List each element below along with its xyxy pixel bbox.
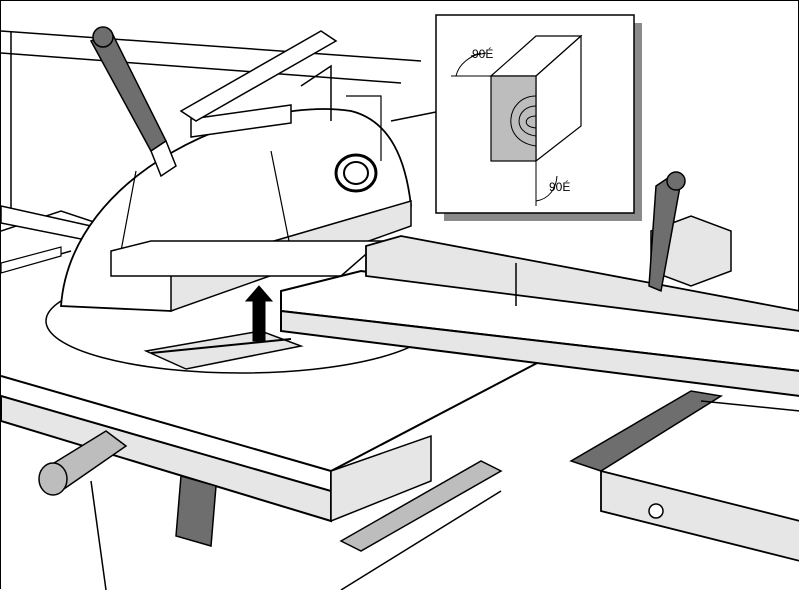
sliding-carriage (569, 390, 799, 562)
end-grain (490, 75, 537, 162)
rip-fence (365, 235, 799, 332)
handwheel-handle (38, 430, 128, 590)
fence-lock-handle (648, 171, 732, 293)
rear-fence (1, 205, 92, 274)
guard-lever (89, 26, 338, 178)
saw-table (1, 360, 799, 590)
squareness-inset: 90É 90É (435, 14, 642, 221)
front-grip (175, 475, 217, 547)
lower-rail (339, 460, 503, 590)
workpiece-board (110, 240, 799, 397)
top-angle-label: 90É (472, 46, 493, 61)
feed-direction-arrow-icon (244, 285, 274, 342)
bottom-angle-label: 90É (549, 179, 570, 194)
